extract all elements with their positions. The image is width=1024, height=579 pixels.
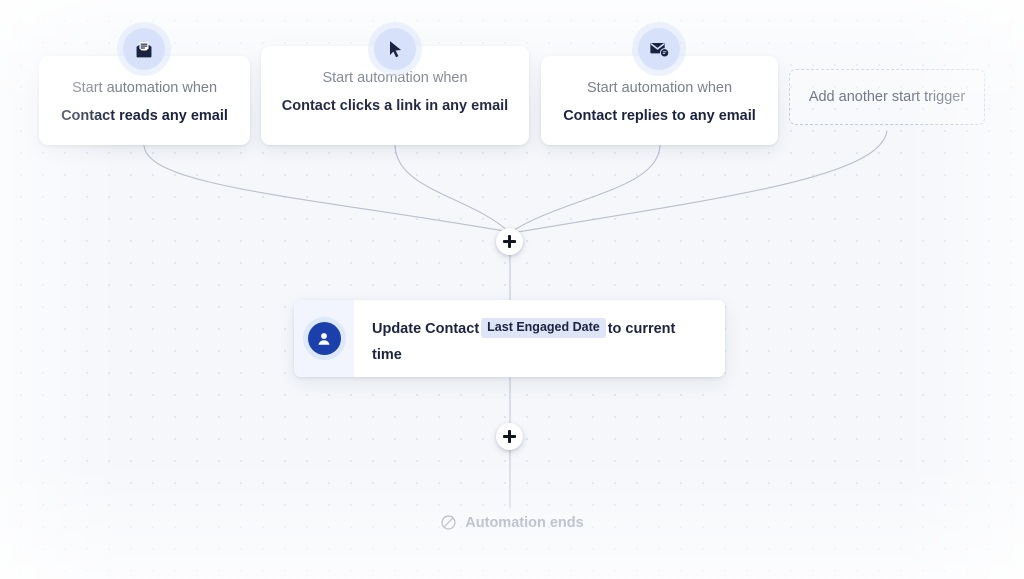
action-field-pill[interactable]: Last Engaged Date [481,318,606,338]
trigger-1-prefix: Start automation when [71,80,218,96]
add-another-start-trigger-button[interactable]: Add another start trigger [789,69,985,125]
mouse-cursor-click-icon [368,22,422,76]
add-step-button-bottom[interactable] [496,423,523,450]
add-trigger-label: Add another start trigger [808,89,966,105]
contact-person-icon [307,322,341,355]
edge-add-trigger [511,130,888,234]
edge-trigger-3 [510,144,661,233]
edge-trigger-2 [394,144,510,233]
trigger-3-prefix: Start automation when [586,80,733,96]
trigger-1-title: Contact reads any email [61,108,228,124]
open-envelope-read-icon [117,22,171,76]
plus-icon-vertical [508,235,511,248]
no-entry-circle-slash-icon [441,515,456,530]
action-text-before: Update Contact [372,321,480,337]
envelope-reply-icon [632,22,686,76]
automation-end-marker: Automation ends [0,514,1024,531]
automation-end-label: Automation ends [465,514,584,531]
trigger-2-title: Contact clicks a link in any email [281,98,509,114]
edge-trigger-1 [143,144,511,233]
add-step-button-top[interactable] [496,228,523,255]
trigger-3-title: Contact replies to any email [563,108,756,124]
plus-icon-vertical [508,430,511,443]
action-icon-pane [294,300,354,377]
